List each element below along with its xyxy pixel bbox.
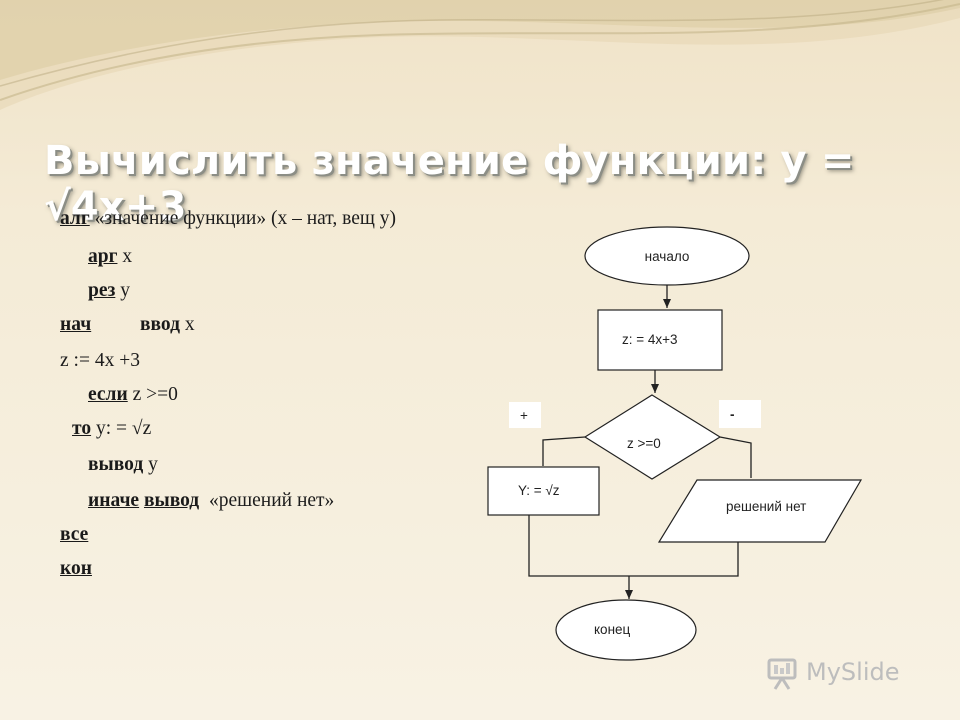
page-title: Вычислить значение функции: y = √4x+3 [44,138,855,230]
keyword: то [72,418,92,439]
algorithm-line: арг x [88,242,132,272]
algorithm-line: z := 4x +3 [60,346,140,376]
code-text: x [179,314,195,335]
watermark-text: MySlide [806,658,900,686]
process-box [597,309,723,371]
code-text: «решений нет» [199,490,335,511]
algorithm-line: кон [60,554,92,584]
yes-label-box [509,402,541,428]
keyword: вывод [88,454,144,475]
keyword: ввод [139,314,180,335]
decision-diamond [583,394,722,480]
keyword: вывод [143,490,200,511]
keyword: все [60,524,89,545]
algorithm-line: если z >=0 [88,380,178,410]
algorithm-line: все [60,520,88,550]
code-text: «значение функции» (x – нат, вещ y) [89,208,396,229]
no-label: - [730,407,735,422]
algorithm-line: нач ввод x [60,310,195,340]
line-yes-merge [528,515,629,577]
start-label: начало [645,249,690,264]
keyword: арг [88,246,118,267]
no-branch-label: решений нет [726,499,806,514]
code-text: y [143,454,158,475]
code-text: z >=0 [127,384,178,405]
presentation-icon [767,658,797,690]
line-decision-no [719,436,752,478]
algorithm-line: рез y [88,276,130,306]
algorithm-line: иначе вывод «решений нет» [88,486,334,516]
code-text: x [117,246,133,267]
code-text: y [115,280,130,301]
end-label: конец [594,622,631,637]
start-terminator [584,226,750,286]
line-decision-yes [542,436,586,466]
code-text: y: = √z [91,418,152,439]
end-terminator [555,599,697,661]
process-label: z: = 4x+3 [622,332,678,347]
algorithm-line: алг «значение функции» (x – нат, вещ y) [60,204,396,234]
keyword: если [88,384,128,405]
line-no-merge [629,541,739,577]
keyword: кон [60,558,92,579]
yes-label: + [520,408,528,423]
code-text: z := 4x +3 [60,350,140,371]
keyword: иначе [88,490,140,511]
no-label-box [719,400,761,428]
algorithm-line: то y: = √z [72,414,151,444]
keyword: алг [60,208,90,229]
no-branch-parallelogram [657,479,863,543]
watermark-logo: MySlide [766,656,926,692]
decision-label: z >=0 [627,436,661,451]
yes-branch-label: Y: = √z [518,483,560,498]
yes-branch-box [487,466,600,516]
algorithm-line: вывод y [88,450,158,480]
keyword: рез [88,280,116,301]
keyword: нач [60,314,92,335]
